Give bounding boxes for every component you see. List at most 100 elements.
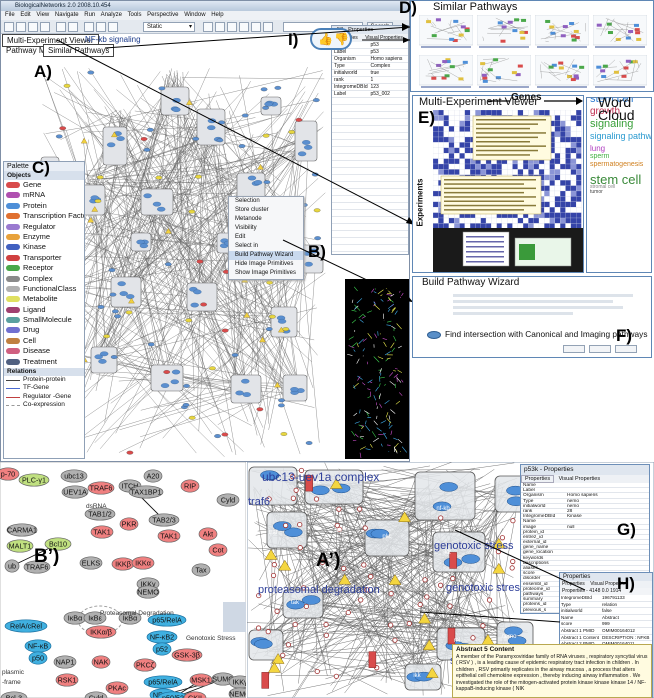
zoom-in-icon[interactable] [84,22,94,32]
pathway-thumbnail[interactable] [477,15,531,51]
palette-item[interactable]: Enzyme [4,232,84,242]
pathway-node[interactable]: TAK1 [157,529,181,543]
node-tool-icon[interactable] [227,22,237,32]
filter-icon[interactable] [251,22,261,32]
select-tool-icon[interactable] [203,22,213,32]
palette-item[interactable]: Drug [4,325,84,335]
save-icon[interactable] [28,22,38,32]
tab-similar-pathways[interactable]: Similar Pathways [43,44,115,57]
pathway-node[interactable]: IKKα/β [85,625,117,639]
properties-small-tab-visual[interactable]: Visual Properties [365,35,403,41]
word-cloud-word[interactable]: stromal cell [590,183,616,190]
pathway-thumbnail[interactable] [593,15,647,51]
pathway-node[interactable]: RIP [180,479,200,493]
palette-relation[interactable]: Co-expression [4,401,84,409]
palette-relation[interactable]: Regulator -Gene [4,393,84,401]
pathway-node[interactable]: PLC-γ1 [18,473,50,487]
pathway-node[interactable]: MALT1 [6,539,34,553]
pathway-node[interactable]: RelA/cRel [4,619,48,633]
undo-icon[interactable] [56,22,66,32]
property-row[interactable]: gene_name [521,545,649,551]
context-menu-item[interactable]: Show Image Primitives [235,270,297,276]
properties-g-tab-properties[interactable]: Properties [521,475,555,483]
pathway-node[interactable]: p65/RelA [147,613,187,627]
context-menu-item[interactable]: Metanode [235,216,262,222]
context-menu-item[interactable]: Selection [235,198,260,204]
palette-item[interactable]: SmallMolecule [4,315,84,325]
pathway-node[interactable]: CARMA1 [6,523,38,537]
zoom-out-icon[interactable] [96,22,106,32]
pathway-node[interactable]: IKKα [131,556,155,570]
word-cloud-word[interactable]: signaling pathway [590,130,652,141]
layout-icon[interactable] [108,22,118,32]
pathway-node[interactable]: GSK-3β [171,648,203,662]
context-menu-item[interactable]: Build Pathway Wizard [229,251,303,260]
context-menu-item[interactable]: Hide Image Primitives [235,261,294,267]
pathway-thumbnail[interactable] [477,55,531,91]
properties-h-tab-properties[interactable]: Properties [562,581,585,587]
wizard-option-icon[interactable] [427,331,441,339]
wizard-cancel-button[interactable] [615,345,637,353]
pathway-node[interactable]: TAX1BP1 [128,485,164,499]
pathway-node[interactable]: IκBε [83,611,107,625]
property-row[interactable]: aliases [521,566,649,572]
pathway-thumbnail[interactable] [535,55,589,91]
pathway-thumbnail[interactable] [419,15,473,51]
context-menu-item[interactable]: Select in [235,243,259,249]
pathway-node[interactable]: p-70 [0,467,20,481]
thumbs-up-icon[interactable]: 👍 [318,32,333,46]
palette-item[interactable]: Complex [4,274,84,284]
pathway-node[interactable]: TRAF6 [23,560,51,574]
property-row[interactable]: external_id [521,540,649,546]
pathway-node[interactable]: A20 [143,469,163,483]
property-row[interactable]: protein_id [521,530,649,535]
pathway-thumbnail[interactable] [593,55,647,91]
pathway-node[interactable]: NAK [91,655,111,669]
pathway-node[interactable]: NF-κB2 [146,630,178,644]
pathway-node[interactable]: ELKS [79,556,103,570]
wizard-next-button[interactable] [563,345,585,353]
pathway-node[interactable]: TRAF6 [87,481,115,495]
pathway-node[interactable]: RSK1 [55,673,79,687]
wizard-finish-button[interactable] [589,345,611,353]
pathway-node[interactable]: NEMO [228,687,246,698]
palette-item[interactable]: Ligand [4,305,84,315]
pathway-node[interactable]: Bcl10 [44,537,72,551]
word-cloud-word[interactable]: stem cell [590,97,634,106]
word-cloud-word[interactable]: growth [590,106,621,118]
property-row[interactable]: Name [521,483,649,489]
pathway-thumbnail[interactable] [535,15,589,51]
color-icon[interactable] [263,22,273,32]
pathway-node[interactable]: p50/52 [157,691,189,698]
mev-heatmap[interactable] [433,110,583,272]
tab-pathway-map[interactable]: Pathway Map [6,46,55,55]
context-menu-item[interactable]: Store cluster [235,207,269,213]
pathway-node[interactable]: IKKβ [111,557,135,571]
pathway-node[interactable]: NEMO [136,585,160,599]
structure-viewer[interactable] [345,279,409,459]
palette-item[interactable]: FunctionalClass [4,284,84,294]
pathway-node[interactable]: NAP1 [53,655,77,669]
pathway-node[interactable]: ub [4,559,20,573]
pathway-node[interactable]: IκBα [118,611,142,625]
palette-item[interactable]: Receptor [4,263,84,273]
word-cloud-word[interactable]: lung [590,144,606,154]
palette-relation[interactable]: TF-Gene [4,384,84,392]
thumbs-down-icon[interactable]: 👎 [334,32,349,46]
property-row[interactable]: gene_location [521,550,649,556]
tab-nf-kb-signaling[interactable]: NF-kb signaling [85,35,141,44]
